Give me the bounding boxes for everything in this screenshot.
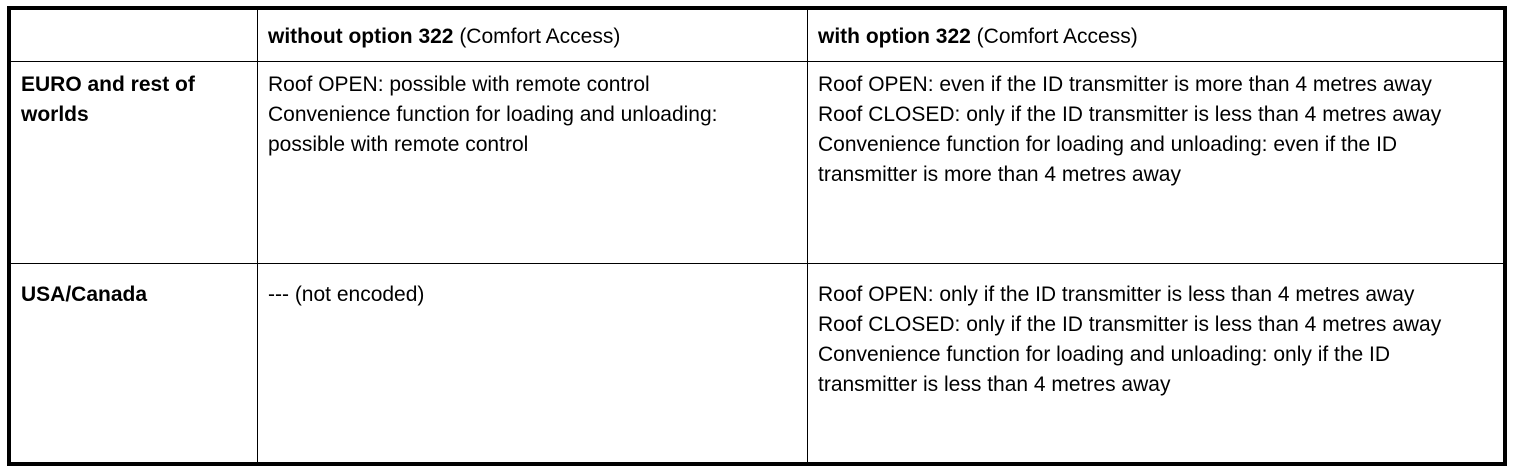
row-label-euro: EURO and rest of worlds: [10, 61, 258, 264]
cell-usa-with: Roof OPEN: only if the ID transmitter is…: [807, 263, 1504, 463]
table-header-row: without option 322 (Comfort Access) with…: [10, 9, 1504, 62]
row-label-usa-canada: USA/Canada: [10, 263, 258, 463]
header-with-bold: with option 322: [818, 25, 971, 48]
cell-line: Convenience function for loading and unl…: [818, 343, 1391, 396]
comfort-access-table-frame: without option 322 (Comfort Access) with…: [7, 6, 1507, 466]
cell-line: Roof CLOSED: only if the ID transmitter …: [818, 103, 1442, 126]
header-cell-with-option: with option 322 (Comfort Access): [807, 9, 1504, 62]
cell-line: Roof OPEN: even if the ID transmitter is…: [818, 73, 1432, 96]
cell-line: Roof OPEN: possible with remote control: [268, 73, 650, 96]
cell-line: Roof OPEN: only if the ID transmitter is…: [818, 283, 1415, 306]
comfort-access-table: without option 322 (Comfort Access) with…: [10, 9, 1504, 463]
header-with-rest: (Comfort Access): [970, 25, 1138, 48]
cell-euro-with: Roof OPEN: even if the ID transmitter is…: [807, 61, 1504, 264]
cell-line: Roof CLOSED: only if the ID transmitter …: [818, 313, 1442, 336]
cell-euro-without: Roof OPEN: possible with remote control …: [257, 61, 808, 264]
header-cell-without-option: without option 322 (Comfort Access): [257, 9, 808, 62]
cell-line: Convenience function for loading and unl…: [818, 133, 1398, 186]
header-cell-empty: [10, 9, 258, 62]
cell-line: --- (not encoded): [268, 283, 425, 306]
header-without-bold: without option 322: [268, 25, 454, 48]
cell-line: Convenience function for loading and unl…: [268, 103, 718, 156]
table-row-usa-canada: USA/Canada --- (not encoded) Roof OPEN: …: [10, 263, 1504, 463]
header-without-rest: (Comfort Access): [453, 25, 621, 48]
cell-usa-without: --- (not encoded): [257, 263, 808, 463]
table-row-euro: EURO and rest of worlds Roof OPEN: possi…: [10, 61, 1504, 264]
